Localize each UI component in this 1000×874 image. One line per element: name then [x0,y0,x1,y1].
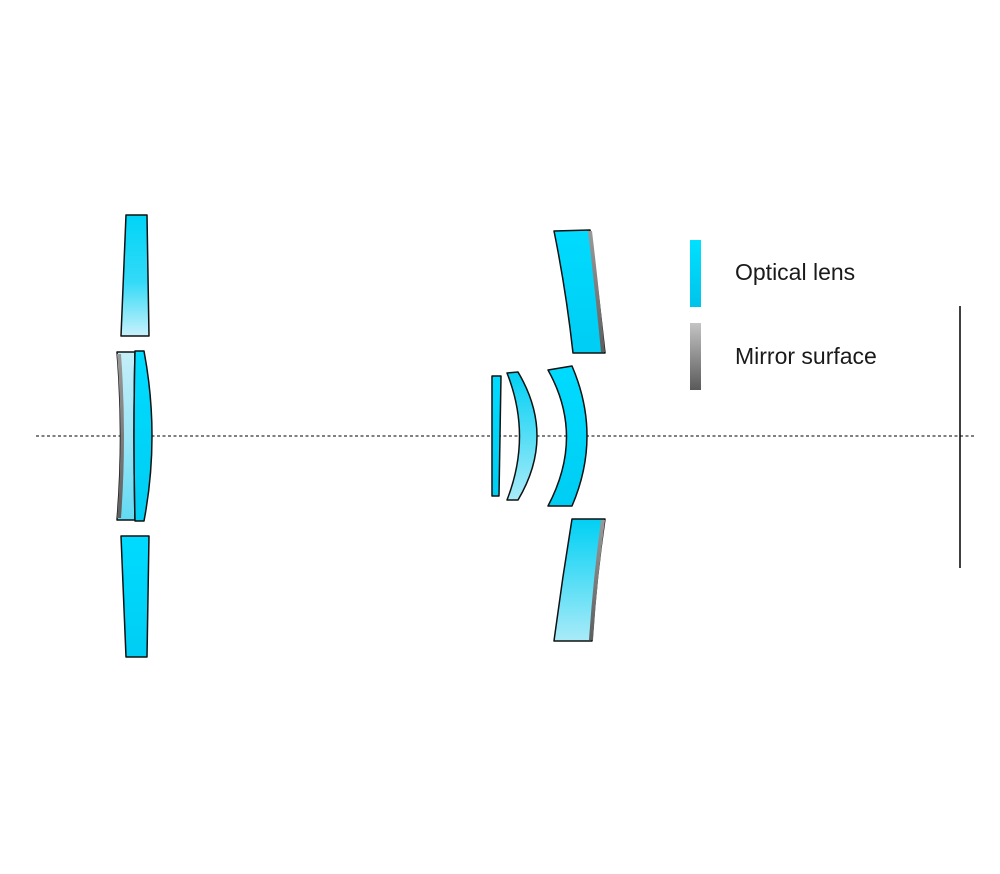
primary-mirror-lower-coating [589,520,605,640]
legend-label-optical-lens: Optical lens [735,259,855,285]
front-lower-lens-element [120,535,150,658]
legend: Optical lens Mirror surface [690,240,877,390]
rear-thin-lens-element [491,375,502,497]
rear-meniscus-lens-1 [506,371,538,501]
primary-mirror-upper-coating [588,231,605,352]
legend-swatch-mirror-surface [690,323,701,390]
legend-swatch-optical-lens [690,240,701,307]
front-mirror-coating [117,354,124,518]
rear-meniscus-lens-2 [547,365,588,507]
front-upper-lens-element [120,214,150,337]
legend-label-mirror-surface: Mirror surface [735,343,877,369]
front-central-meniscus-lens [133,350,153,522]
